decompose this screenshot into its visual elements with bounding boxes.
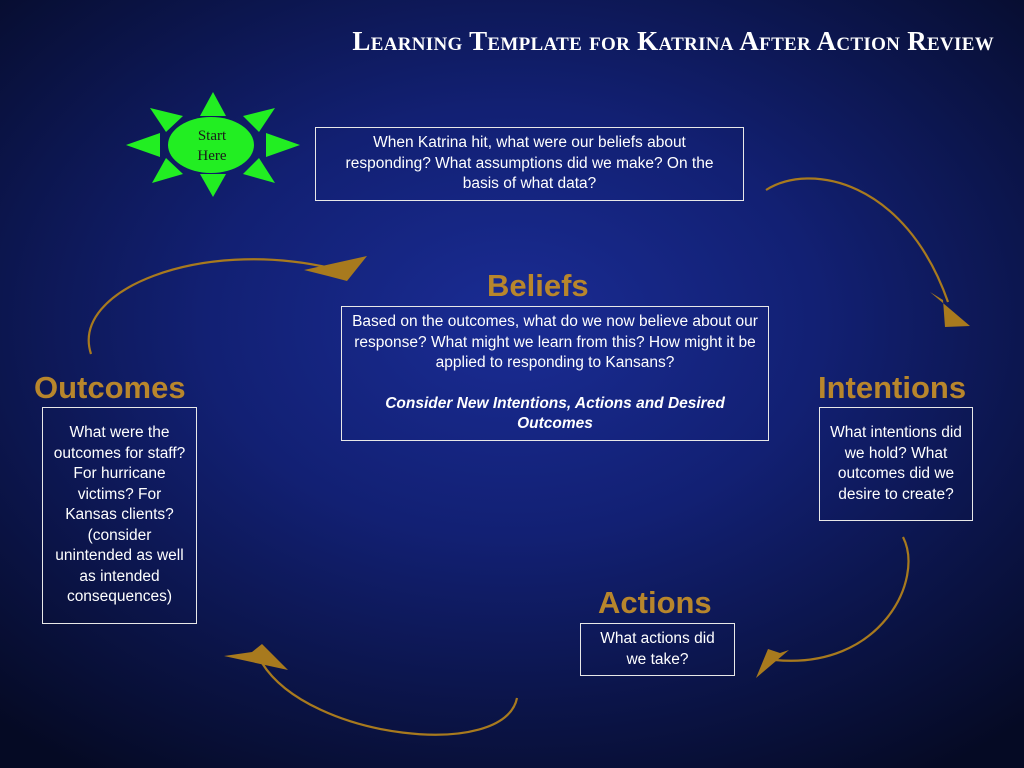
beliefs-emphasis: Consider New Intentions, Actions and Des… [385, 394, 725, 433]
outcomes-heading: Outcomes [34, 370, 186, 405]
start-here-label: Start Here [197, 128, 227, 164]
intentions-text: What intentions did we hold? What outcom… [830, 424, 962, 503]
beliefs-box: Based on the outcomes, what do we now be… [341, 306, 769, 441]
sun-ray-top [200, 92, 226, 116]
sun-ray-right [266, 133, 300, 157]
outcomes-box: What were the outcomes for staff? For hu… [42, 407, 197, 624]
page-title: Learning Template for Katrina After Acti… [352, 26, 994, 56]
sun-ray-bottom-left [152, 158, 183, 183]
actions-box: What actions did we take? [580, 623, 735, 676]
intentions-box: What intentions did we hold? What outcom… [819, 407, 973, 521]
outcomes-text: What were the outcomes for staff? For hu… [53, 424, 186, 606]
curved-arrow-top-right [765, 177, 970, 327]
sun-ray-top-right [243, 108, 275, 132]
curved-arrow-top-left [87, 256, 367, 355]
beliefs-heading: Beliefs [487, 268, 589, 303]
sun-ray-left [126, 133, 160, 157]
beliefs-text: Based on the outcomes, what do we now be… [352, 313, 758, 372]
actions-heading: Actions [598, 585, 712, 620]
start-question-box: When Katrina hit, what were our beliefs … [315, 127, 744, 201]
start-question-text: When Katrina hit, what were our beliefs … [345, 134, 714, 193]
sun-ray-top-left [150, 108, 183, 132]
sun-ray-bottom [200, 174, 226, 197]
sun-center [168, 117, 254, 173]
sun-ray-bottom-right [243, 158, 275, 183]
sun-burst-icon [126, 92, 300, 197]
curved-arrow-bottom-right [756, 536, 910, 678]
curved-arrow-bottom-left [224, 644, 519, 736]
intentions-heading: Intentions [818, 370, 967, 405]
actions-text: What actions did we take? [600, 630, 715, 668]
